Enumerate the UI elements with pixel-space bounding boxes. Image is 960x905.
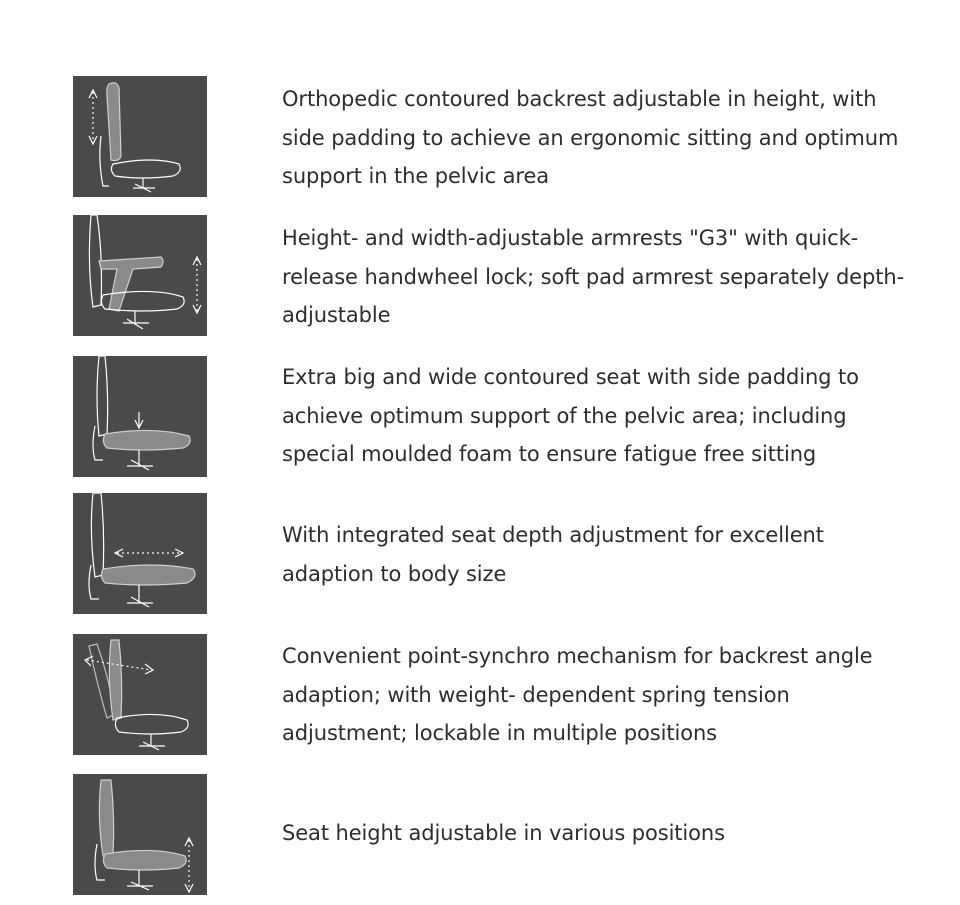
armrest-adjust-icon: [73, 215, 207, 336]
feature-line: adaption; with weight- dependent spring …: [282, 682, 790, 707]
feature-line: adaption to body size: [282, 561, 507, 586]
feature-description: Orthopedic contoured backrest adjustable…: [282, 80, 947, 196]
feature-line: With integrated seat depth adjustment fo…: [282, 523, 824, 547]
synchro-mechanism-icon: [73, 634, 207, 755]
feature-line: Height- and width-adjustable armrests "G…: [282, 226, 859, 250]
contoured-seat-icon: [73, 356, 207, 477]
feature-description: Extra big and wide contoured seat with s…: [282, 358, 947, 474]
feature-line: side padding to achieve an ergonomic sit…: [282, 125, 899, 150]
feature-line: Orthopedic contoured backrest adjustable…: [282, 87, 877, 111]
feature-line: release handwheel lock; soft pad armrest…: [282, 264, 905, 289]
seat-height-icon: [73, 774, 207, 895]
feature-line: achieve optimum support of the pelvic ar…: [282, 403, 847, 428]
feature-description: Seat height adjustable in various positi…: [282, 814, 947, 853]
feature-description: Height- and width-adjustable armrests "G…: [282, 219, 947, 335]
feature-description: With integrated seat depth adjustment fo…: [282, 516, 947, 593]
backrest-height-icon: [73, 76, 207, 197]
feature-line: adjustment; lockable in multiple positio…: [282, 721, 718, 745]
feature-line: special moulded foam to ensure fatigue f…: [282, 442, 817, 466]
feature-line: adjustable: [282, 303, 391, 327]
feature-line: Convenient point-synchro mechanism for b…: [282, 644, 873, 668]
feature-line: Seat height adjustable in various positi…: [282, 821, 725, 845]
feature-line: support in the pelvic area: [282, 164, 550, 188]
feature-line: Extra big and wide contoured seat with s…: [282, 365, 859, 389]
seat-depth-icon: [73, 493, 207, 614]
feature-description: Convenient point-synchro mechanism for b…: [282, 637, 947, 753]
